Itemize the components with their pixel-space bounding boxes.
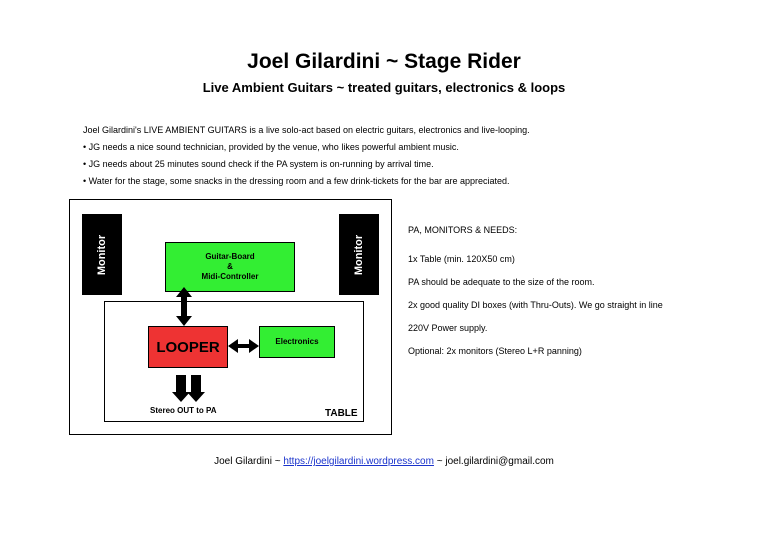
website-link[interactable]: https://joelgilardini.wordpress.com — [283, 456, 434, 467]
page-subtitle: Live Ambient Guitars ~ treated guitars, … — [202, 80, 566, 95]
looper-label: LOOPER — [156, 338, 220, 356]
page-title: Joel Gilardini ~ Stage Rider — [247, 50, 521, 73]
table-label: TABLE — [325, 408, 358, 419]
footer-name: Joel Gilardini ~ — [214, 456, 284, 467]
monitor-left: Monitor — [82, 214, 122, 295]
electronics-label: Electronics — [275, 337, 319, 346]
needs-item: PA should be adequate to the size of the… — [408, 277, 595, 287]
table-area — [104, 301, 364, 422]
electronics-box: Electronics — [259, 326, 335, 358]
looper-electronics-arrow-icon — [228, 339, 259, 353]
guitar-board-amp: & — [227, 262, 233, 271]
needs-item: 1x Table (min. 120X50 cm) — [408, 254, 515, 264]
midi-controller-label: Midi-Controller — [201, 272, 259, 281]
guitar-board-box: Guitar-Board & Midi-Controller — [165, 242, 295, 292]
stereo-out-label: Stereo OUT to PA — [150, 406, 217, 415]
looper-box: LOOPER — [148, 326, 228, 368]
intro-line: • JG needs about 25 minutes sound check … — [83, 159, 434, 169]
intro-line: Joel Gilardini's LIVE AMBIENT GUITARS is… — [83, 125, 530, 135]
footer: Joel Gilardini ~ https://joelgilardini.w… — [0, 456, 768, 467]
needs-item: 220V Power supply. — [408, 323, 488, 333]
stereo-out-arrows-icon — [172, 375, 205, 402]
monitor-right: Monitor — [339, 214, 379, 295]
needs-item: 2x good quality DI boxes (with Thru-Outs… — [408, 300, 663, 310]
needs-heading: PA, MONITORS & NEEDS: — [408, 225, 518, 235]
guitar-board-label: Guitar-Board — [205, 252, 255, 261]
intro-line: • Water for the stage, some snacks in th… — [83, 176, 510, 186]
intro-line: • JG needs a nice sound technician, prov… — [83, 142, 459, 152]
footer-email: ~ joel.gilardini@gmail.com — [433, 456, 554, 467]
board-looper-arrow-icon — [176, 287, 192, 326]
intro-text: Joel Gilardini's LIVE AMBIENT GUITARS is… — [83, 122, 530, 190]
needs-item: Optional: 2x monitors (Stereo L+R pannin… — [408, 346, 582, 356]
